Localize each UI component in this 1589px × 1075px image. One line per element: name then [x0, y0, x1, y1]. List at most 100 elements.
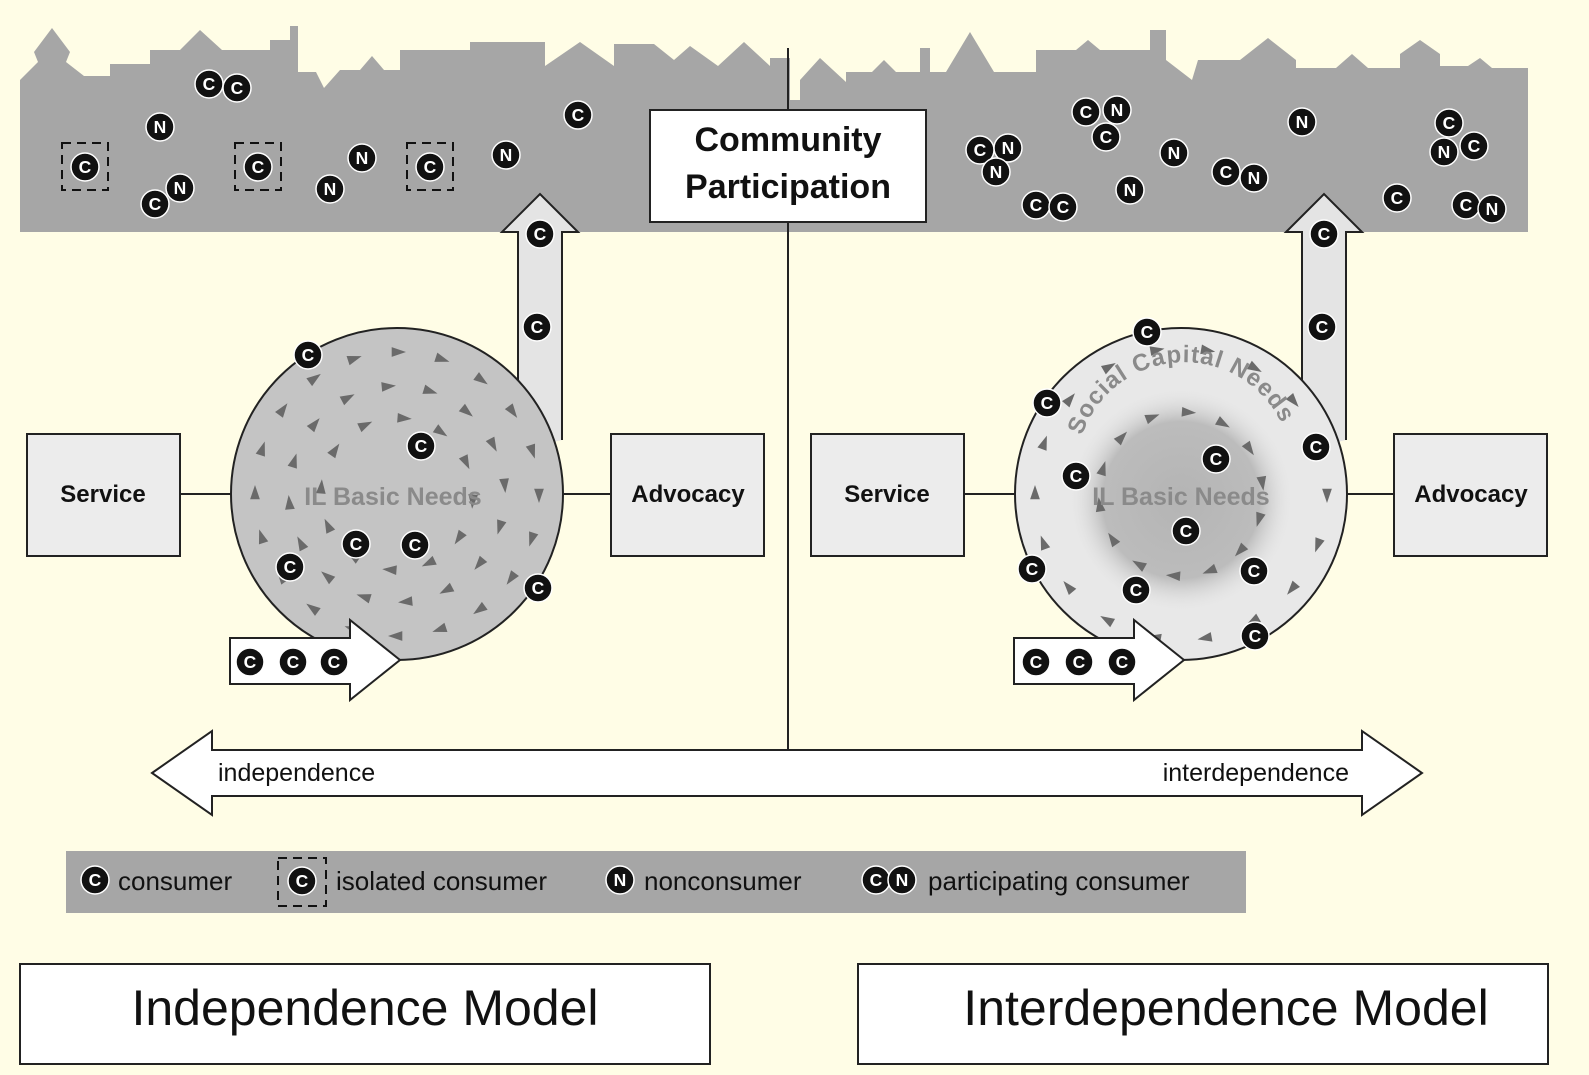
legend-nonconsumer-label: nonconsumer [644, 866, 802, 896]
cycle-arrowhead [1132, 560, 1147, 572]
svg-text:C: C [532, 578, 545, 598]
cycle-arrowhead [421, 555, 437, 567]
svg-text:C: C [1248, 561, 1261, 581]
right-advocacy-box: Advocacy [1393, 433, 1548, 557]
nonconsumer-marker: N [1287, 107, 1317, 137]
svg-text:C: C [252, 157, 265, 177]
consumer-marker: C [1021, 647, 1051, 677]
svg-text:C: C [572, 105, 585, 125]
cycle-arrowhead [468, 494, 479, 509]
left-advocacy-label: Advocacy [631, 481, 745, 508]
svg-text:C: C [284, 557, 297, 577]
right-advocacy-label: Advocacy [1414, 481, 1528, 508]
cycle-arrowhead [534, 488, 544, 503]
svg-text:C: C [203, 74, 216, 94]
nonconsumer-marker: N [605, 865, 635, 895]
cycle-arrowhead [499, 478, 509, 493]
svg-text:C: C [1073, 652, 1086, 672]
svg-text:N: N [614, 870, 627, 890]
consumer-marker: C [1064, 647, 1094, 677]
nonconsumer-marker: N [1239, 163, 1269, 193]
consumer-marker: C [1459, 131, 1489, 161]
svg-text:C: C [409, 535, 422, 555]
svg-text:N: N [1124, 180, 1137, 200]
svg-text:C: C [534, 224, 547, 244]
svg-text:C: C [1460, 195, 1473, 215]
cycle-arrowhead [473, 601, 488, 615]
svg-text:C: C [1391, 188, 1404, 208]
consumer-marker: C [222, 73, 252, 103]
right-entry-arrow [1013, 617, 1186, 703]
cycle-arrowhead [458, 454, 470, 470]
svg-text:C: C [149, 194, 162, 214]
consumer-marker: C [1211, 157, 1241, 187]
cycle-arrowhead [497, 519, 507, 535]
consumer-marker: C [1017, 554, 1047, 584]
left-il-circle: IL Basic Needs [230, 327, 564, 661]
cycle-arrowhead [398, 596, 413, 606]
nonconsumer-marker: N [1115, 175, 1145, 205]
svg-text:C: C [1468, 136, 1481, 156]
cycle-arrowhead [1062, 393, 1075, 408]
consumer-marker: C [1121, 575, 1151, 605]
consumer-marker: C [1107, 647, 1137, 677]
consumer-marker: C [400, 530, 430, 560]
cycle-arrowhead [357, 421, 373, 433]
svg-text:N: N [1002, 138, 1015, 158]
svg-text:C: C [328, 652, 341, 672]
svg-text:C: C [974, 140, 987, 160]
continuum-right-label: interdependence [1163, 759, 1349, 787]
svg-text:C: C [870, 870, 883, 890]
cycle-arrowhead [1030, 485, 1040, 500]
cycle-arrowhead [315, 479, 326, 494]
right-service-label: Service [844, 481, 929, 508]
consumer-marker: C [80, 865, 110, 895]
cycle-arrowhead [250, 485, 260, 500]
svg-text:C: C [231, 78, 244, 98]
cycle-arrowhead [287, 453, 297, 469]
cycle-arrowhead [1315, 537, 1325, 553]
svg-text:C: C [1141, 322, 1154, 342]
svg-text:N: N [1248, 168, 1261, 188]
svg-text:C: C [1070, 466, 1083, 486]
cycle-arrowhead [1202, 563, 1218, 574]
svg-text:C: C [1041, 393, 1054, 413]
cycle-arrowhead [1144, 414, 1160, 425]
cycle-arrowhead [382, 565, 397, 576]
legend-consumer-label: consumer [118, 866, 232, 896]
nonconsumer-marker: N [1102, 95, 1132, 125]
consumer-marker: C [235, 647, 265, 677]
consumer-marker: C [341, 529, 371, 559]
svg-text:N: N [154, 117, 167, 137]
cycle-arrowhead [356, 594, 372, 604]
consumer-marker: C [415, 152, 445, 182]
cycle-arrowhead [327, 443, 340, 459]
svg-text:C: C [1030, 195, 1043, 215]
nonconsumer-marker: N [491, 140, 521, 170]
consumer-marker: C [1132, 317, 1162, 347]
left-circle-label: IL Basic Needs [304, 483, 481, 511]
cycle-arrowhead [258, 529, 269, 545]
consumer-marker: C [523, 573, 553, 603]
svg-text:N: N [324, 179, 337, 199]
consumer-marker: C [293, 340, 323, 370]
svg-text:C: C [350, 534, 363, 554]
svg-text:C: C [1100, 127, 1113, 147]
svg-text:C: C [287, 652, 300, 672]
consumer-marker: C [1451, 190, 1481, 220]
consumer-marker: C [1061, 461, 1091, 491]
cycle-arrowhead [474, 555, 488, 570]
svg-text:N: N [1438, 142, 1451, 162]
cycle-arrowhead [1197, 632, 1213, 642]
cycle-arrowhead [1215, 416, 1230, 428]
nonconsumer-marker: N [887, 865, 917, 895]
svg-text:N: N [1296, 112, 1309, 132]
cycle-arrowhead [339, 394, 355, 406]
cycle-arrowhead [432, 622, 448, 633]
nonconsumer-marker: N [1159, 138, 1189, 168]
legend-isolated-label: isolated consumer [336, 866, 547, 896]
svg-text:C: C [296, 871, 309, 891]
cycle-arrowhead [504, 403, 518, 418]
